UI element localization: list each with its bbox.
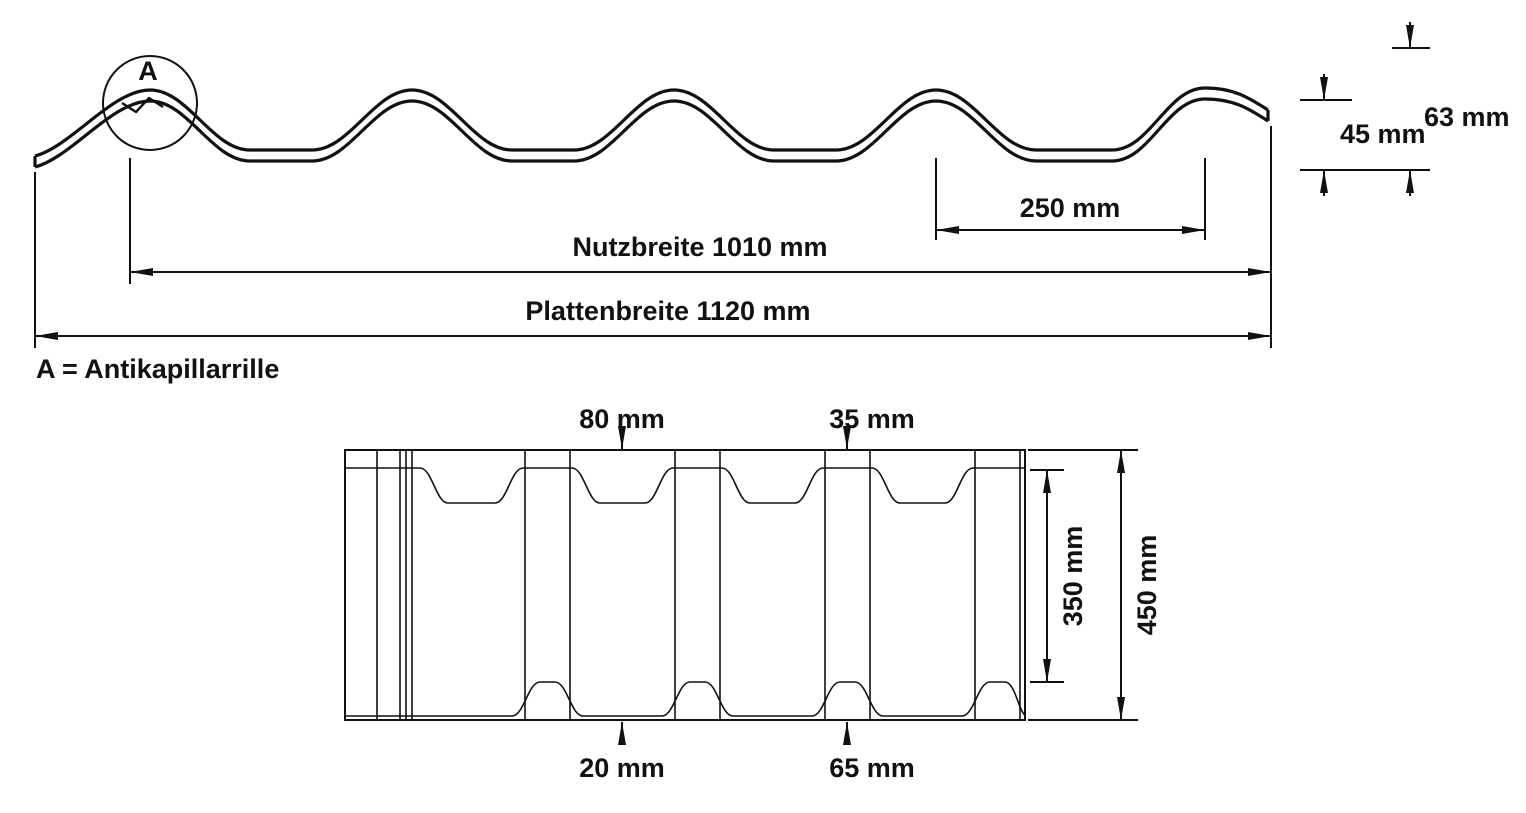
dim-250-label: 250 mm [1020,193,1121,223]
dim-bottom-20: 20 mm [579,722,665,783]
dim-450-label: 450 mm [1132,535,1162,636]
dim-nutzbreite-label: Nutzbreite 1010 mm [572,232,827,262]
detail-circle-label: A [138,56,158,86]
dim-20-label: 20 mm [579,753,665,783]
dim-inner-length-350: 350 mm [1030,469,1088,683]
tile-step-wave-top [345,467,1025,504]
profile-cross-section-view: A 45 mm 63 mm 250 mm Nutzb [33,22,1510,384]
sheet-top-surface [34,86,1269,158]
dim-rib-width-35: 35 mm [829,404,915,449]
dim-35-label: 35 mm [829,404,915,434]
rib-lines [376,450,1021,720]
detail-circle-a [102,55,198,151]
sheet-bottom-surface [34,97,1269,169]
dim-80-label: 80 mm [579,404,665,434]
dim-plattenbreite-label: Plattenbreite 1120 mm [525,296,810,326]
dim-overall-length-450: 450 mm [1028,449,1162,721]
dim-65-label: 65 mm [829,753,915,783]
dim-63-label: 63 mm [1424,102,1510,132]
legend-antikapillarrille: A = Antikapillarrille [36,354,279,384]
panel-outline [344,449,1026,721]
dim-bottom-65: 65 mm [829,722,915,783]
dim-height-45: 45 mm [1300,74,1430,196]
plan-view: 80 mm 35 mm 20 mm 65 mm 350 mm 450 mm [344,404,1162,783]
dim-height-63: 63 mm [1392,22,1510,196]
dim-cover-width: Nutzbreite 1010 mm [129,126,1272,348]
tile-step-wave-bottom [345,681,1026,717]
dim-45-label: 45 mm [1340,119,1426,149]
dim-pan-width-80: 80 mm [579,404,665,449]
dim-overall-width: Plattenbreite 1120 mm [34,172,1271,348]
dim-350-label: 350 mm [1058,526,1088,627]
antikapillarrille-groove [121,96,164,114]
dim-pitch-250: 250 mm [935,158,1206,240]
